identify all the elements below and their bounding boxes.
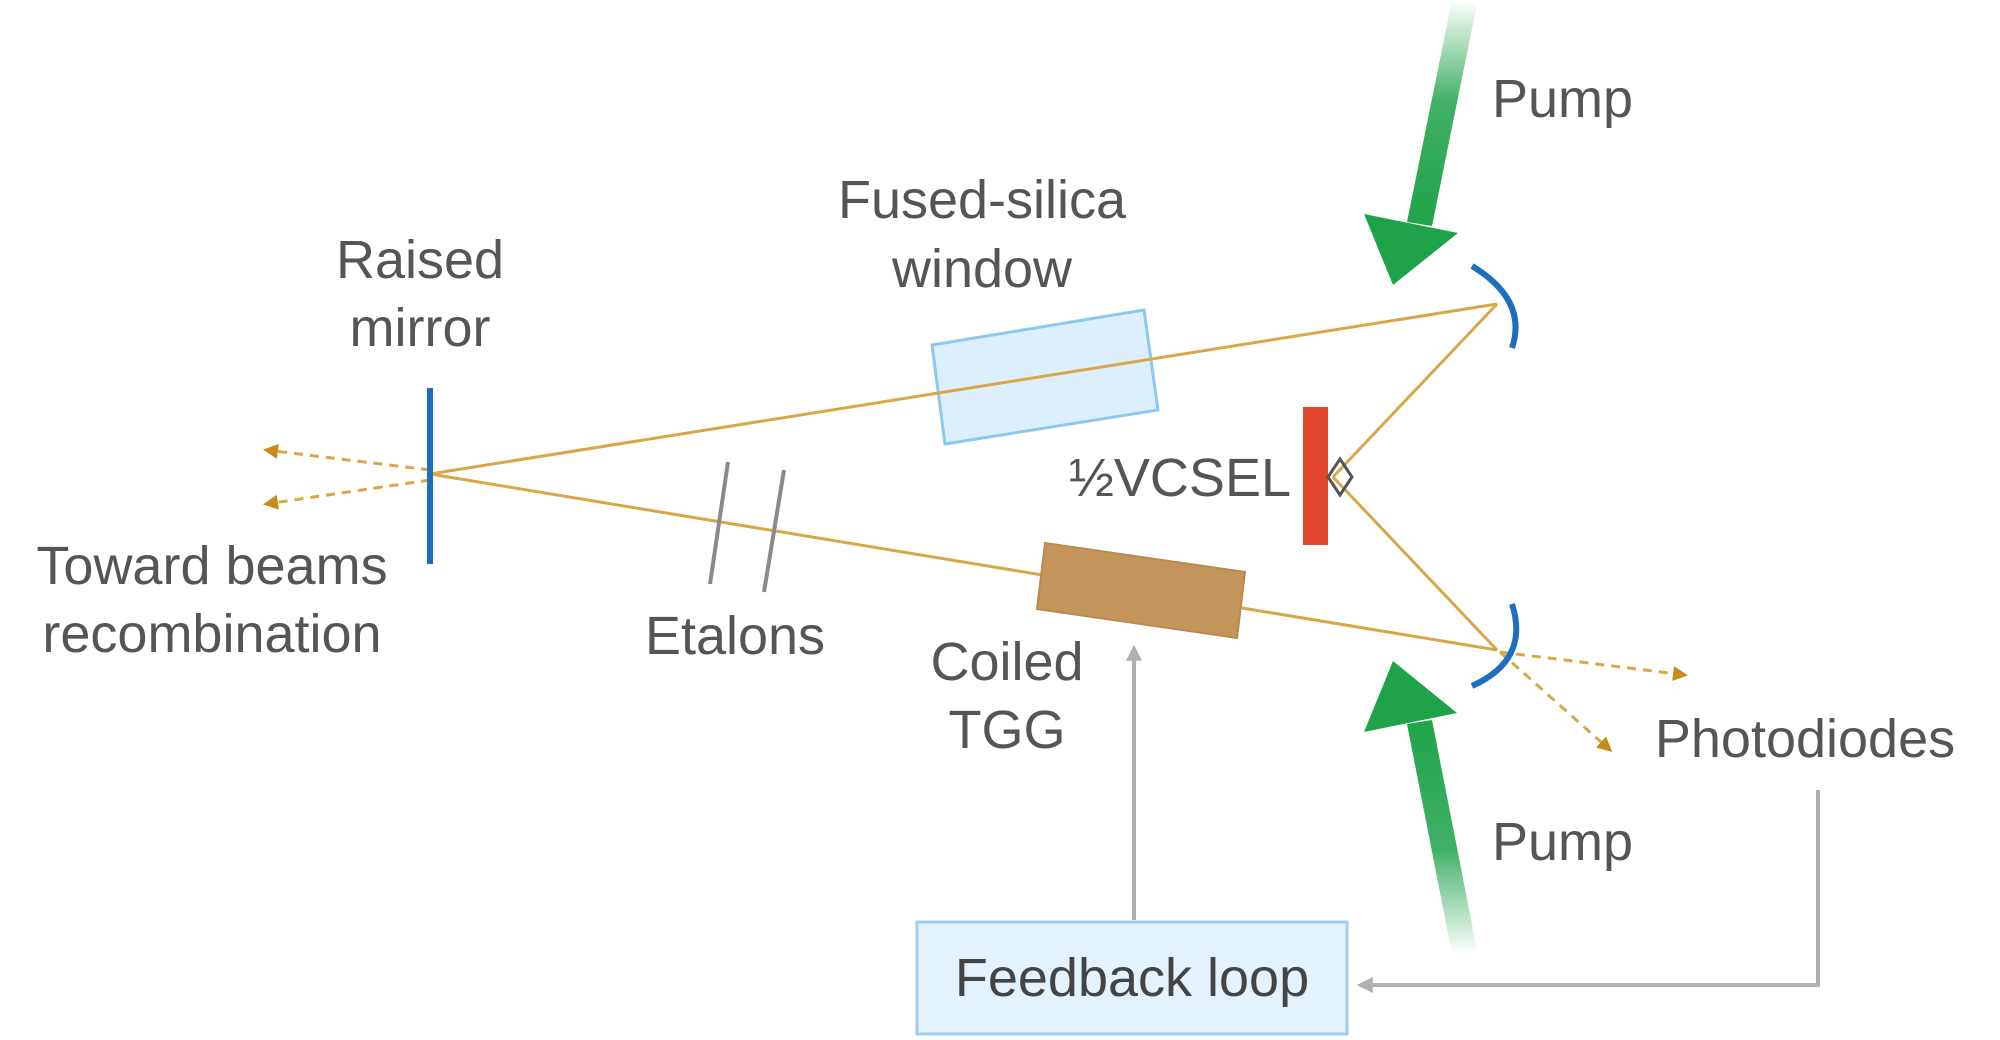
photodiodes-to-feedback-arrow [1356,790,1820,993]
etalon-2 [762,469,786,593]
curved-mirror-top [1470,263,1519,349]
raised-mirror-label-line2: mirror [350,298,491,358]
beam-upper-arm [429,302,1498,476]
toward-label-line1: Toward beams [36,536,387,596]
photodiode-beam-1 [1499,650,1688,681]
photodiodes-label: Photodiodes [1655,709,1955,769]
pump-bottom-label: Pump [1492,812,1633,872]
feedback-loop-box [915,920,1349,1036]
beam-paths [429,302,1499,652]
pump-arrow-top [1364,0,1477,285]
coiled-tgg-label-line1: Coiled [930,632,1083,692]
coiled-tgg-label-line2: TGG [949,700,1066,760]
etalon-1 [708,461,730,585]
beam-fold-upper [1331,302,1499,479]
curved-mirror-bottom [1470,603,1520,689]
toward-label-line2: recombination [42,604,381,664]
pump-top-label: Pump [1492,69,1633,129]
feedback-arrows [1126,644,1820,993]
photodiode-beams [1499,650,1688,752]
output-beam-upper [263,444,431,472]
output-beams-left [263,444,431,510]
etalons [708,461,786,593]
vcsel-label: ½VCSEL [1069,448,1291,508]
beam-fold-lower [1331,475,1499,652]
etalons-label: Etalons [645,606,825,666]
feedback-loop-label: Feedback loop [955,948,1309,1008]
fused-silica-label-line1: Fused-silica [838,170,1127,230]
raised-mirror-label-line1: Raised [336,230,504,290]
half-vcsel [1303,407,1328,545]
beam-lower-arm [429,472,1498,652]
photodiode-beam-2 [1499,650,1613,752]
output-beam-lower [263,478,431,510]
coiled-tgg [1035,541,1247,640]
pump-arrow-bottom [1364,661,1477,954]
vcsel-indicator [1326,456,1354,498]
fused-silica-label-line2: window [891,239,1073,299]
